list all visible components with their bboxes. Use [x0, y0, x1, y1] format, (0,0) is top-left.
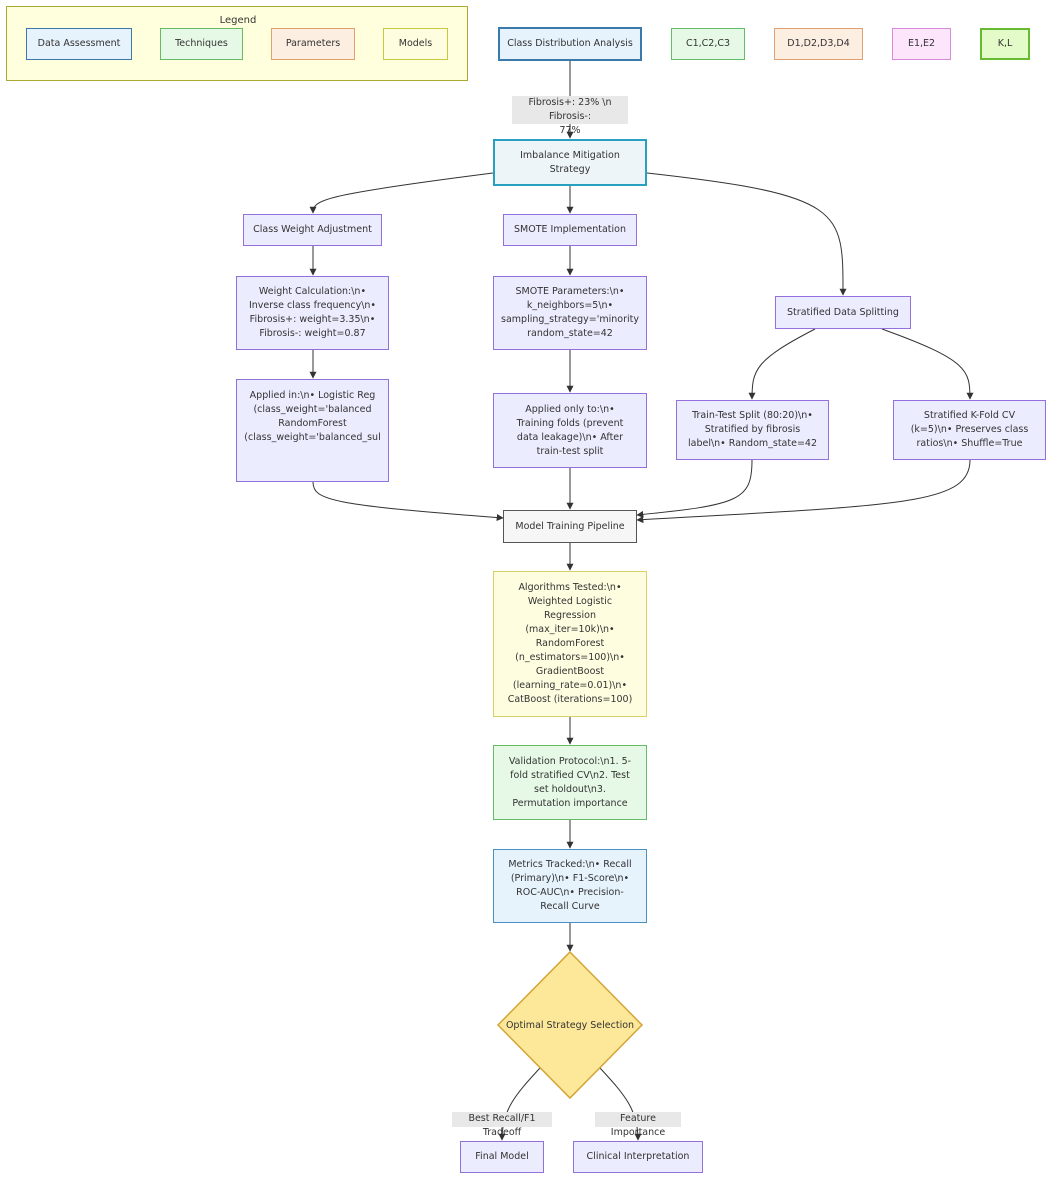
- edge-label-distribution: Fibrosis+: 23% \n Fibrosis-: 77%: [512, 96, 628, 136]
- edge-traintest-to-training: [636, 459, 753, 518]
- edge-kfold-to-training: [636, 459, 971, 524]
- class-key-d-label: D1,D2,D3,D4: [787, 38, 850, 49]
- node-applied-in: Applied in:\n• Logistic Reg (class_weigh…: [236, 379, 389, 482]
- legend-techniques: Techniques: [160, 28, 243, 60]
- node-optimal-selection: Optimal Strategy Selection: [498, 1010, 642, 1040]
- node-model-training-label: Model Training Pipeline: [515, 520, 625, 532]
- node-metrics-label: Metrics Tracked:\n• Recall (Primary)\n• …: [508, 859, 632, 912]
- node-smote-implementation-label: SMOTE Implementation: [514, 224, 626, 235]
- node-applied-only: Applied only to:\n• Training folds (prev…: [493, 393, 647, 468]
- class-key-c: C1,C2,C3: [671, 28, 745, 60]
- legend-data-assessment: Data Assessment: [26, 28, 132, 60]
- class-key-e: E1,E2: [892, 28, 951, 60]
- node-algorithms: Algorithms Tested:\n• Weighted Logistic …: [493, 571, 647, 717]
- node-applied-in-label: Applied in:\n• Logistic Reg (class_weigh…: [244, 390, 381, 443]
- node-train-test-split: Train-Test Split (80:20)\n• Stratified b…: [676, 400, 829, 460]
- node-final-model: Final Model: [460, 1141, 544, 1173]
- class-key-c-label: C1,C2,C3: [685, 38, 731, 49]
- edge-label-feature-importance-text: Feature Importance: [610, 1113, 666, 1138]
- legend-data-assessment-label: Data Assessment: [37, 38, 121, 49]
- edge-optimal-to-clinical: [599, 1067, 642, 1141]
- edge-optimal-to-final: [498, 1067, 541, 1141]
- node-metrics: Metrics Tracked:\n• Recall (Primary)\n• …: [493, 849, 647, 923]
- legend-models: Models: [383, 28, 448, 60]
- edge-label-best-recall-text: Best Recall/F1 Tradeoff: [468, 1113, 536, 1138]
- node-optimal-selection-label: Optimal Strategy Selection: [505, 1019, 635, 1031]
- edge-applied-to-training: [312, 481, 504, 522]
- class-key-k-label: K,L: [997, 38, 1013, 49]
- node-clinical-interpretation: Clinical Interpretation: [573, 1141, 703, 1173]
- node-imbalance-mitigation: Imbalance Mitigation Strategy: [493, 139, 647, 186]
- legend-parameters: Parameters: [271, 28, 355, 60]
- class-key-e-label: E1,E2: [907, 38, 936, 49]
- node-train-test-split-label: Train-Test Split (80:20)\n• Stratified b…: [687, 410, 817, 449]
- edge-splitting-to-traintest: [748, 328, 816, 400]
- node-validation-label: Validation Protocol:\n1. 5- fold stratif…: [508, 755, 632, 809]
- node-algorithms-label: Algorithms Tested:\n• Weighted Logistic …: [507, 582, 633, 705]
- edge-mitigation-to-weight: [309, 172, 494, 214]
- node-clinical-interpretation-label: Clinical Interpretation: [586, 1151, 690, 1162]
- node-smote-parameters: SMOTE Parameters:\n• k_neighbors=5\n• sa…: [493, 276, 647, 350]
- edge-label-feature-importance: Feature Importance: [595, 1112, 681, 1138]
- legend-models-label: Models: [398, 38, 433, 49]
- node-stratified-splitting: Stratified Data Splitting: [775, 296, 911, 329]
- node-model-training: Model Training Pipeline: [503, 510, 637, 543]
- edge-mitigation-to-splitting: [646, 172, 847, 296]
- legend-techniques-label: Techniques: [175, 38, 228, 49]
- node-smote-parameters-label: SMOTE Parameters:\n• k_neighbors=5\n• sa…: [501, 286, 639, 339]
- edge-label-distribution-text: Fibrosis+: 23% \n Fibrosis-: 77%: [528, 97, 612, 136]
- node-class-distribution: Class Distribution Analysis: [498, 27, 642, 61]
- node-weight-calculation: Weight Calculation:\n• Inverse class fre…: [236, 276, 389, 350]
- legend-parameters-label: Parameters: [285, 38, 341, 49]
- class-key-k: K,L: [980, 28, 1030, 60]
- node-smote-implementation: SMOTE Implementation: [503, 214, 637, 246]
- node-class-distribution-label: Class Distribution Analysis: [507, 38, 633, 49]
- node-final-model-label: Final Model: [475, 1151, 529, 1162]
- node-stratified-kfold-label: Stratified K-Fold CV (k=5)\n• Preserves …: [910, 410, 1029, 449]
- class-key-d: D1,D2,D3,D4: [774, 28, 863, 60]
- node-validation: Validation Protocol:\n1. 5- fold stratif…: [493, 745, 647, 820]
- edge-splitting-to-kfold: [881, 328, 974, 400]
- node-imbalance-mitigation-label: Imbalance Mitigation Strategy: [520, 149, 620, 175]
- node-stratified-splitting-label: Stratified Data Splitting: [787, 306, 899, 318]
- edge-label-best-recall: Best Recall/F1 Tradeoff: [452, 1112, 552, 1138]
- decision-diamond: [496, 950, 644, 1100]
- node-applied-only-label: Applied only to:\n• Training folds (prev…: [516, 403, 624, 457]
- node-stratified-kfold: Stratified K-Fold CV (k=5)\n• Preserves …: [893, 400, 1046, 460]
- node-class-weight-adjustment-label: Class Weight Adjustment: [253, 224, 372, 235]
- node-class-weight-adjustment: Class Weight Adjustment: [243, 214, 382, 246]
- node-weight-calculation-label: Weight Calculation:\n• Inverse class fre…: [248, 286, 377, 339]
- legend-title: Legend: [219, 15, 257, 26]
